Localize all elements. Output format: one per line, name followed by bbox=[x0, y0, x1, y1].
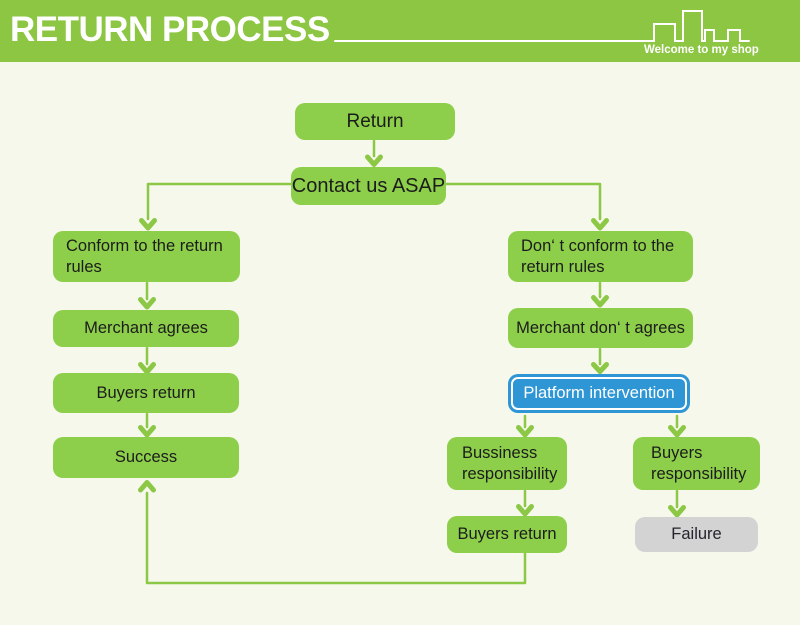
node-success: Success bbox=[53, 437, 239, 478]
node-buyers-return-left: Buyers return bbox=[53, 373, 239, 413]
node-dont-conform-to-return-rules: Don‘ t conform to the return rules bbox=[508, 231, 693, 282]
node-merchant-agrees: Merchant agrees bbox=[53, 310, 239, 347]
arrow-contact-to-conform bbox=[139, 182, 293, 231]
shop-tagline: Welcome to my shop bbox=[644, 44, 759, 56]
node-return: Return bbox=[295, 103, 455, 140]
page-title: RETURN PROCESS bbox=[10, 10, 330, 49]
arrow-platform-to-buyers-resp bbox=[668, 414, 686, 438]
arrow-dont-conform-to-merchant-dont bbox=[591, 281, 609, 308]
arrow-loop-buyers-return-to-success bbox=[138, 480, 527, 585]
arrow-merchant-dont-to-platform bbox=[591, 347, 609, 374]
city-skyline-icon bbox=[334, 10, 750, 42]
arrow-buyers-resp-to-failure bbox=[668, 489, 686, 518]
node-platform-intervention: Platform intervention bbox=[511, 377, 687, 410]
node-failure: Failure bbox=[635, 517, 758, 552]
arrow-contact-to-dont-conform bbox=[444, 182, 609, 231]
node-buyers-return-right: Buyers return bbox=[447, 516, 567, 553]
arrow-platform-to-business bbox=[516, 414, 534, 438]
node-buyers-responsibility: Buyers responsibility bbox=[633, 437, 760, 490]
arrow-return-to-contact bbox=[365, 139, 383, 167]
node-contact-us-asap: Contact us ASAP bbox=[291, 167, 446, 205]
arrow-merchant-agrees-to-buyers-return bbox=[138, 346, 156, 375]
node-merchant-dont-agrees: Merchant don‘ t agrees bbox=[508, 308, 693, 348]
arrow-buyers-return-to-success bbox=[138, 412, 156, 438]
header-banner: RETURN PROCESS Welcome to my shop bbox=[0, 0, 800, 62]
node-business-responsibility: Bussiness responsibility bbox=[447, 437, 567, 490]
arrow-conform-to-merchant-agrees bbox=[138, 281, 156, 310]
arrow-business-to-buyers-return bbox=[516, 489, 534, 517]
node-conform-to-return-rules: Conform to the return rules bbox=[53, 231, 240, 282]
